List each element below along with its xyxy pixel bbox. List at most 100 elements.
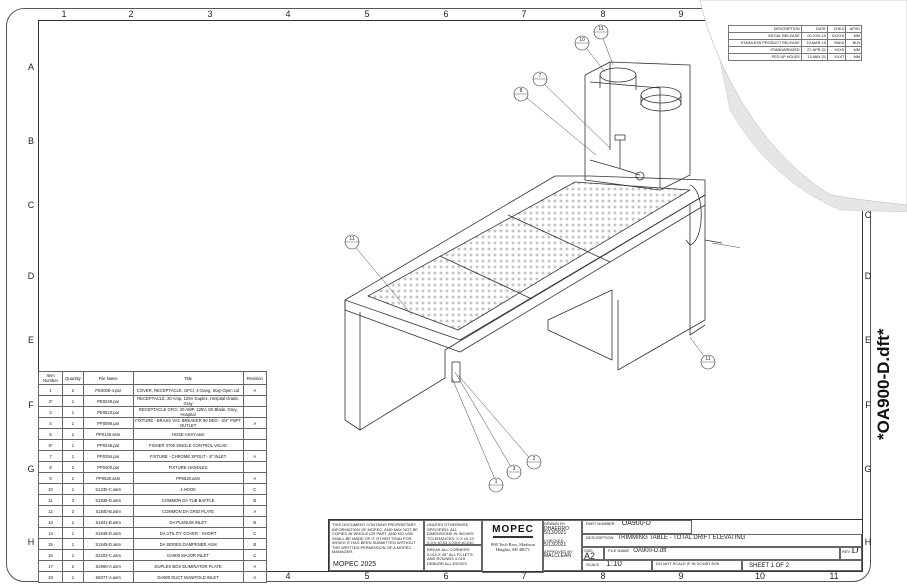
revision-cell: XXXT [826, 53, 847, 61]
bom-cell: 1 [62, 450, 84, 462]
title-block: THIS DOCUMENT CONTAINS PROPRIETARY INFOR… [328, 519, 863, 573]
scale: 1:10 [606, 560, 622, 568]
balloon-item: 1 [488, 477, 504, 493]
zone-col: 6 [443, 571, 449, 581]
revision-cell: MM [845, 53, 862, 61]
balloon-item: 2 [526, 454, 542, 470]
bom-cell: 1 [62, 439, 84, 451]
bom-cell: 12 [37, 505, 64, 517]
bom-cell: FISHER 3700 SINGLE CONTROL VALVE [132, 439, 244, 451]
scale-label: SCALE [586, 562, 600, 567]
bom-cell [242, 406, 268, 418]
zone-col: 1 [61, 9, 67, 19]
bom-cell: DA UTILITY COVER - SHORT [132, 527, 244, 539]
bom-cell: PP0400.par [82, 461, 134, 473]
approved-by: MALCLEAN [544, 553, 571, 559]
finish-note: BREAK ALL CORNERS 0.010 X 45° ALL FILLET… [424, 545, 482, 571]
scale-cell: SCALE 1:10 [582, 560, 652, 571]
revision-table: DESCRIPTION DATE CHKD APVD INITIAL RELEA… [728, 25, 862, 61]
bom-cell: 1 [62, 406, 84, 418]
size-label: SIZE [584, 548, 593, 553]
bom-cell: B [242, 516, 268, 528]
zone-col: 4 [285, 571, 291, 581]
bom-header-row: Item Number Quantity File Name Title Rev… [37, 371, 268, 385]
bom-header-cell: File Name [82, 371, 134, 385]
bom-cell: FIXTURE - CHROME SPOUT - 8" INLET [132, 450, 244, 462]
zone-col: 8 [600, 9, 606, 19]
bom-cell: PP0236.par [82, 439, 134, 451]
bom-cell: 15 [37, 538, 64, 550]
table-rim [344, 175, 706, 341]
proprietary-notice-cell: THIS DOCUMENT CONTAINS PROPRIETARY INFOR… [329, 520, 424, 571]
file-label-vertical: *OA900-D.dft* [874, 328, 893, 440]
zone-row: C [864, 210, 872, 220]
zone-row: E [27, 335, 34, 345]
scale-note: DO NOT SCALE IF IN DOUBT ASK [652, 560, 742, 571]
bom-cell: PP0520.asm [82, 472, 134, 484]
bom-cell: C [242, 549, 268, 561]
revision-cell: MM [845, 46, 862, 54]
description-label: DESCRIPTION [586, 535, 614, 540]
bom-cell: A [242, 384, 268, 396]
zone-col: 9 [678, 571, 684, 581]
bom-cell: 7 [37, 450, 64, 462]
drawn-date: 5/13/2021 [544, 530, 567, 536]
bom-cell [242, 439, 268, 451]
bom-cell: DA900 MAJOR INLET [132, 549, 244, 561]
tolerances: UNLESS OTHERWISE SPECIFIED: ALL DIMENSIO… [424, 520, 482, 545]
bom-cell: J-HOOK [132, 483, 244, 495]
proprietary-notice: THIS DOCUMENT CONTAINS PROPRIETARY INFOR… [332, 522, 418, 554]
bom-cell: 1 [62, 527, 84, 539]
balloon-label: 3 [513, 466, 516, 472]
zone-col: 8 [600, 571, 606, 581]
part-number: OA900-D [621, 520, 651, 527]
bom-cell: 2 [62, 461, 84, 473]
bom-cell: FIXTURE HANDLES [132, 461, 244, 473]
revision-cell: MM [845, 32, 862, 40]
zone-row: D [27, 271, 35, 281]
bill-of-materials-table: Item Number Quantity File Name Title Rev… [37, 371, 268, 583]
bom-cell: PP0096.par [82, 417, 134, 429]
balloon-item: 11 [700, 354, 716, 370]
file-name-cell: FILE NAME OA900-D.dft [604, 547, 840, 560]
bom-header-cell: Title [132, 371, 244, 385]
zone-col: 9 [678, 9, 684, 19]
company-cell: MOPEC 800 Tech Row, Madison Heights, MI … [482, 520, 544, 573]
bom-cell: 5 [37, 428, 64, 440]
sheet-number: SHEET 1 OF 2 [742, 560, 862, 571]
revision-cell: PED UP HOLES [728, 53, 802, 61]
revision-header-cell: DESCRIPTION [728, 25, 802, 33]
revision-cell: 13-MAY-21 [800, 53, 828, 61]
bom-cell: S1835-D.asm [82, 494, 134, 506]
bom-cell: COVER, RECEPTACLE, GFCI, 4-Gang, Stay-Op… [132, 384, 244, 396]
zone-row: H [864, 537, 872, 547]
zone-row: G [27, 464, 35, 474]
bom-cell: 10 [37, 483, 64, 495]
bom-cell: 1 [62, 417, 84, 429]
size: A2 [584, 550, 596, 560]
sheet-frame [6, 8, 871, 582]
backsplash-tower [584, 61, 691, 191]
bom-cell: A [242, 472, 268, 484]
bom-cell: 2 [62, 560, 84, 572]
bom-cell: A [242, 571, 268, 583]
bom-cell: 1 [62, 516, 84, 528]
bom-cell: C [242, 483, 268, 495]
zone-row: H [27, 537, 35, 547]
zone-col: 7 [521, 571, 527, 581]
brand-logo: MOPEC [492, 524, 534, 535]
bom-cell: 1 [62, 428, 84, 440]
bom-cell: 1 [37, 384, 64, 396]
revision-cell: 27-APR-21 [800, 46, 828, 54]
balloon-item: 3 [506, 464, 522, 480]
